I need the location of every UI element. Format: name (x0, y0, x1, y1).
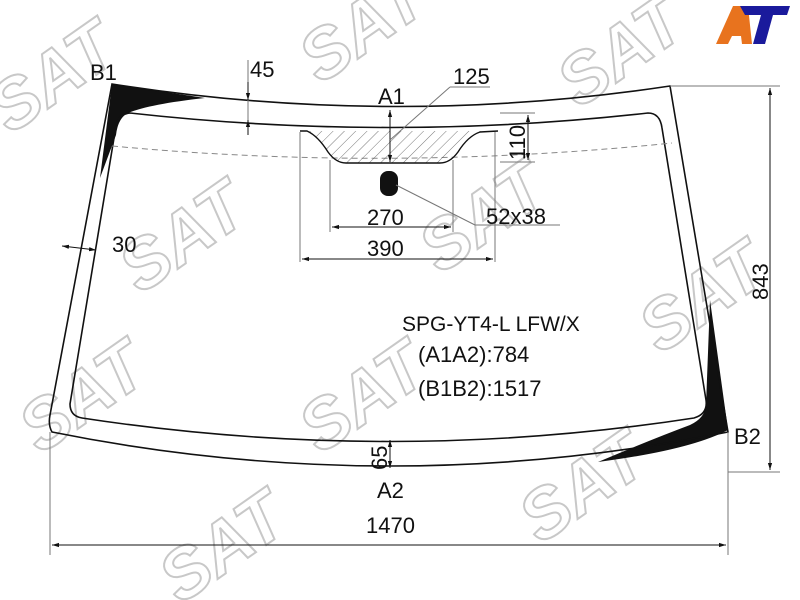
dim-top-band: 45 (250, 57, 274, 82)
dim-inner-width: 270 (367, 205, 404, 230)
part-code: SPG-YT4-L LFW/X (402, 313, 580, 336)
label-b1: B1 (90, 60, 117, 85)
dim-height: 843 (748, 263, 773, 300)
dim-bottom-band: 65 (367, 446, 392, 470)
dim-sensor-offset: 125 (453, 64, 490, 89)
b1b2-length: (B1B2):1517 (418, 376, 542, 401)
dim-sensor-size: 52x38 (486, 204, 546, 229)
svg-text:SAT: SAT (144, 473, 303, 600)
svg-text:SAT: SAT (4, 323, 163, 467)
svg-text:SAT: SAT (284, 0, 443, 97)
dim-outer-width: 390 (367, 236, 404, 261)
at-logo (716, 6, 790, 44)
dimension-lines (49, 60, 780, 555)
label-a1: A1 (378, 84, 405, 109)
dim-width: 1470 (366, 513, 415, 538)
svg-text:SAT: SAT (543, 0, 702, 122)
svg-text:SAT: SAT (504, 413, 663, 557)
dashed-line (111, 142, 673, 159)
b1-black-corner (100, 84, 205, 178)
dim-side-band: 30 (112, 232, 136, 257)
dim-sensor-height: 110 (505, 125, 530, 160)
glass-inner-edge (69, 112, 708, 443)
sensor-zone (300, 130, 499, 164)
sensor-pad (380, 171, 398, 196)
a1a2-length: (A1A2):784 (418, 342, 529, 367)
glass-outline (48, 83, 729, 467)
label-b2: B2 (734, 424, 761, 449)
label-a2: A2 (377, 478, 404, 503)
